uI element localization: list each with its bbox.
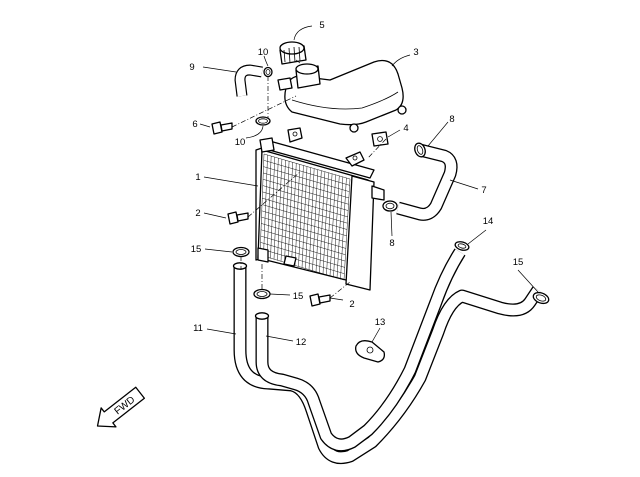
- callout-8-lower: 8: [389, 238, 394, 249]
- callout-2-upper: 2: [195, 208, 200, 219]
- callout-3: 3: [413, 47, 418, 58]
- bolt-6: [211, 121, 233, 135]
- leader-lines: [199, 25, 539, 343]
- radiator-core-fins: [259, 153, 351, 281]
- hose-12: [254, 248, 466, 452]
- forward-direction-arrow: FWD: [96, 386, 146, 428]
- radiator-cap: [279, 41, 307, 65]
- alignment-lines: [231, 59, 387, 299]
- clamp-10-lower: [255, 116, 271, 126]
- hose-11: [232, 262, 544, 465]
- hose-clip-13: [355, 340, 386, 363]
- hose-7: [396, 143, 458, 221]
- bolt-2-upper: [227, 211, 249, 225]
- callout-5: 5: [319, 20, 324, 31]
- callout-9: 9: [189, 62, 194, 73]
- clamp-15-center: [253, 288, 271, 300]
- callout-11: 11: [193, 323, 203, 334]
- reservoir-tank: [277, 59, 407, 133]
- callout-4: 4: [403, 123, 408, 134]
- hose-9: [234, 64, 263, 97]
- callout-6: 6: [192, 119, 197, 130]
- callout-7: 7: [481, 185, 486, 196]
- callout-14: 14: [483, 216, 494, 227]
- callout-15-center: 15: [293, 291, 304, 302]
- callout-labels: 5 10 9 3 6 10 4 8 1 7 2 8 14 15 15 15 2 …: [189, 20, 523, 348]
- bolt-2-lower: [309, 293, 331, 307]
- clamp-10-top: [263, 66, 273, 78]
- callout-8-upper: 8: [449, 114, 454, 125]
- callout-1: 1: [195, 172, 200, 183]
- callout-2-lower: 2: [349, 299, 354, 310]
- mount-bracket-4: [371, 131, 389, 147]
- clamp-8-upper: [414, 142, 426, 158]
- callout-15-right: 15: [513, 257, 524, 268]
- clamp-15-left: [232, 246, 250, 258]
- callout-10-top: 10: [258, 47, 269, 58]
- clamp-8-lower: [382, 200, 398, 212]
- callout-10-lower: 10: [235, 137, 246, 148]
- callout-13: 13: [375, 317, 386, 328]
- clamp-15-right: [532, 291, 550, 305]
- callout-12: 12: [296, 337, 307, 348]
- callout-15-left: 15: [191, 244, 202, 255]
- clamp-14: [454, 241, 470, 251]
- radiator: [255, 127, 385, 291]
